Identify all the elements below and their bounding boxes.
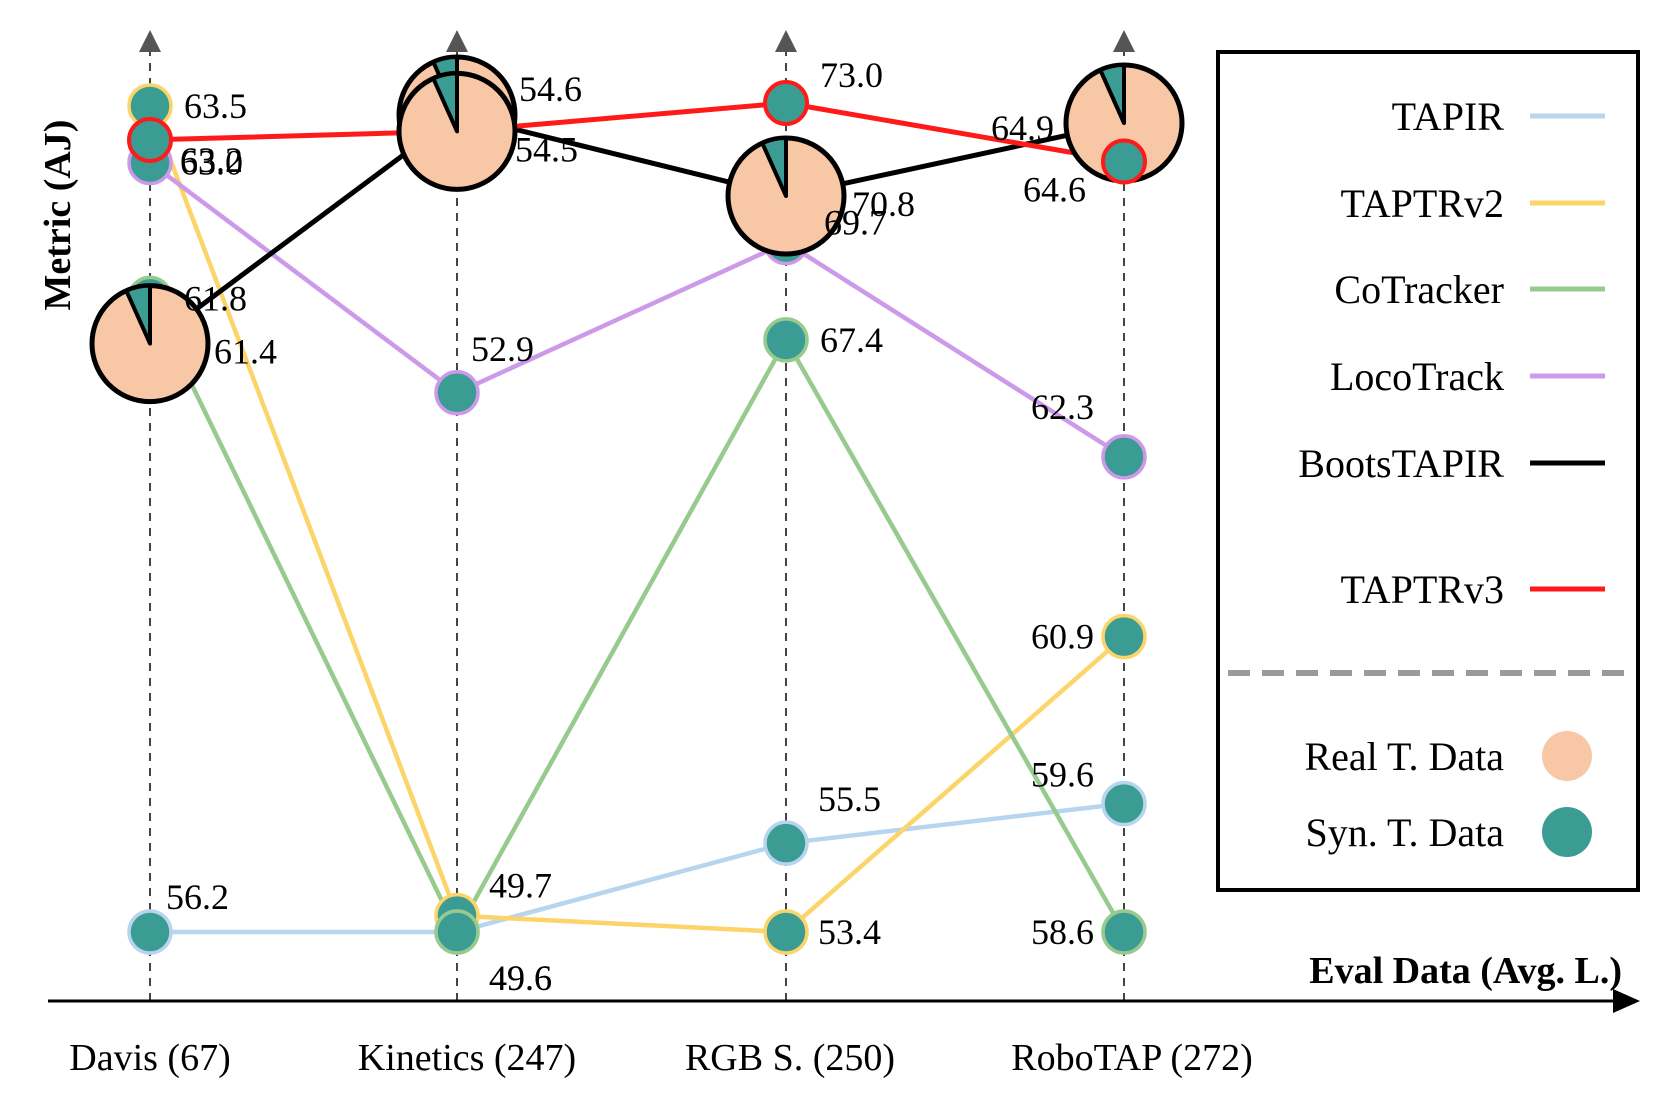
grid-arrowhead-davis-67	[139, 30, 161, 52]
grid-arrowhead-rgb-s-250	[775, 30, 797, 52]
legend-label-locotrack: LocoTrack	[1330, 354, 1504, 399]
marker-cotracker-2	[763, 317, 809, 363]
value-label-cotracker-0: 61.8	[184, 278, 247, 318]
legend-label-syn-t-data: Syn. T. Data	[1306, 810, 1505, 855]
legend-label-taptrv2: TAPTRv2	[1341, 181, 1504, 226]
value-label-taptrv2-2: 53.4	[818, 912, 881, 952]
value-label-taptrv2-3: 60.9	[1031, 617, 1094, 657]
value-label-taptrv3-0: 63.2	[180, 140, 243, 180]
series-line-cotracker	[147, 297, 1126, 935]
x-axis-title: Eval Data (Avg. L.)	[1309, 950, 1622, 992]
marker-slice-bootstapir-0	[124, 283, 152, 346]
x-tick-labels: Davis (67) Kinetics (247) RGB S. (250) Robo…	[69, 1037, 1252, 1079]
legend-label-real-t-data: Real T. Data	[1304, 734, 1504, 779]
x-tick-label-kinetics-247: Kinetics (247)	[358, 1037, 576, 1079]
x-tick-label-davis-67: Davis (67)	[69, 1037, 230, 1079]
value-label-locotrack-3: 62.3	[1031, 387, 1094, 427]
legend-label-taptrv3: TAPTRv3	[1341, 567, 1504, 612]
value-label-locotrack-0: 63.0	[180, 143, 243, 183]
x-axis-arrowhead	[1613, 989, 1640, 1013]
legend-swatch-real-t-data	[1542, 731, 1592, 781]
value-label-cotracker-3: 58.6	[1031, 912, 1094, 952]
marker-tapir-2	[763, 820, 809, 866]
marker-taptrv2-2	[763, 909, 809, 955]
value-label-tapir-0: 56.2	[166, 877, 229, 917]
marker-cotracker-3	[1101, 909, 1147, 955]
value-label-tapir-3: 59.6	[1031, 755, 1094, 795]
value-label-taptrv3-2: 73.0	[820, 55, 883, 95]
legend-label-cotracker: CoTracker	[1334, 267, 1504, 312]
x-tick-label-rgb-s-250: RGB S. (250)	[685, 1037, 895, 1079]
grid-arrowhead-kinetics-247	[446, 30, 468, 52]
marker-tapir-0	[127, 909, 173, 955]
marker-slice-bootstapir-2	[760, 136, 788, 199]
series-markers	[89, 54, 1185, 955]
value-label-bootstapir-0: 61.4	[214, 332, 277, 372]
value-label-tapir-2: 55.5	[818, 779, 881, 819]
series-lines	[147, 100, 1126, 935]
marker-taptrv3-0	[127, 116, 173, 163]
legend-label-bootstapir: BootsTAPIR	[1298, 441, 1504, 486]
value-labels: 56.249.655.559.663.549.753.460.961.849.6…	[166, 55, 1094, 998]
value-label-locotrack-1: 52.9	[471, 329, 534, 369]
value-label-tapir-1: 49.6	[489, 958, 552, 998]
value-label-taptrv3-3: 64.6	[1023, 170, 1086, 210]
series-line-tapir	[150, 801, 1125, 935]
marker-cotracker-1	[434, 909, 480, 955]
grid-lines	[139, 30, 1135, 1001]
value-label-cotracker-2: 67.4	[820, 320, 883, 360]
legend: TAPIR TAPTRv2CoTrackerLocoTrackBootsTAPIR…	[1216, 50, 1640, 892]
value-label-bootstapir-3: 64.9	[991, 108, 1054, 148]
marker-locotrack-1	[434, 370, 480, 416]
value-label-taptrv2-1: 49.7	[489, 866, 552, 906]
marker-taptrv2-3	[1101, 613, 1147, 660]
value-label-bootstapir-1: 54.6	[519, 69, 582, 109]
legend-label-tapir: TAPIR	[1392, 94, 1505, 139]
value-label-taptrv2-0: 63.5	[184, 86, 247, 126]
marker-slice-bootstapir-3	[1098, 62, 1126, 125]
y-axis-title: Metric (AJ)	[37, 120, 79, 311]
axes: Metric (AJ) Eval Data (Avg. L.)	[37, 120, 1640, 1013]
series-line-locotrack	[148, 160, 1126, 459]
value-label-bootstapir-2: 70.8	[852, 184, 915, 224]
marker-locotrack-3	[1101, 434, 1147, 480]
marker-slice-taptrv3-1	[431, 71, 459, 134]
marker-tapir-3	[1101, 780, 1147, 827]
value-label-locotrack-2: 69.7	[824, 203, 887, 243]
marker-taptrv3-2	[763, 80, 809, 126]
series-line-taptrv3	[149, 100, 1125, 164]
legend-swatch-syn-t-data	[1542, 807, 1592, 857]
value-label-taptrv3-1: 54.5	[515, 129, 578, 169]
series-line-taptrv2	[147, 105, 1126, 935]
marker-taptrv3-3	[1101, 138, 1147, 185]
series-line-bootstapir	[148, 112, 1125, 346]
grid-arrowhead-robotap-272	[1113, 30, 1135, 52]
value-label-cotracker-1: 49.6	[489, 958, 552, 998]
x-tick-label-robotap-272: RoboTAP (272)	[1011, 1037, 1253, 1079]
